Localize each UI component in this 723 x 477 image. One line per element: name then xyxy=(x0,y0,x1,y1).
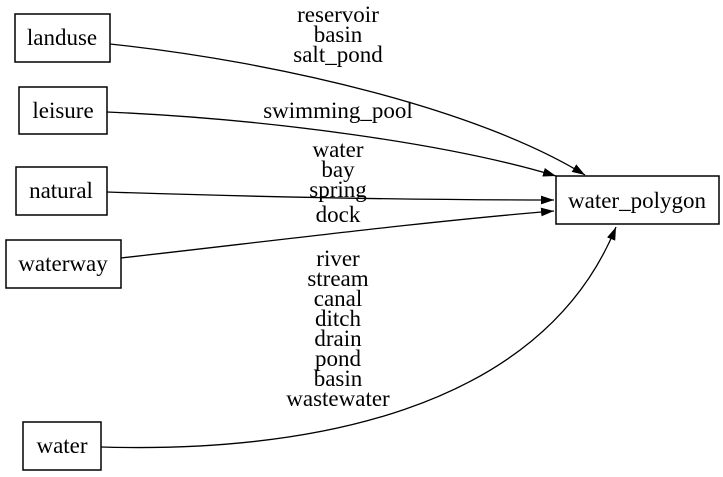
edge-natural-path xyxy=(106,191,555,205)
edge-waterway-path xyxy=(120,207,555,259)
node-waterway-box xyxy=(5,239,122,289)
node-water_polygon-box xyxy=(555,175,720,225)
edge-landuse-label-line: reservoir xyxy=(297,2,379,27)
edge-water-label-line: basin xyxy=(314,366,363,391)
edge-leisure-path xyxy=(106,111,557,177)
node-water_polygon: water_polygon xyxy=(555,175,720,225)
node-natural-label: natural xyxy=(29,178,93,203)
node-natural-box xyxy=(15,166,108,216)
node-water: water xyxy=(22,421,102,471)
node-water-box xyxy=(22,421,102,471)
edge-water-path xyxy=(100,226,617,449)
node-waterway-label: waterway xyxy=(18,251,108,276)
node-leisure-box xyxy=(18,86,108,135)
edge-landuse-label-line: salt_pond xyxy=(293,42,383,67)
edge-water-label-line: pond xyxy=(315,346,362,371)
edge-landuse-to-water_polygon: reservoir basin salt_pond xyxy=(109,2,586,176)
node-natural: natural xyxy=(15,166,108,216)
edge-water-label-line: drain xyxy=(314,326,362,351)
edge-landuse-label-line: basin xyxy=(314,22,363,47)
edge-water-to-water_polygon: river stream canal ditch drain pond basi… xyxy=(100,226,617,449)
node-landuse-label: landuse xyxy=(27,25,97,50)
node-waterway: waterway xyxy=(5,239,122,289)
node-landuse-box xyxy=(14,13,111,63)
edge-leisure-label-line: swimming_pool xyxy=(263,98,413,123)
edge-water-label-line: stream xyxy=(307,266,368,291)
edge-landuse-path xyxy=(109,43,586,176)
edge-water-label-line: ditch xyxy=(315,306,361,331)
node-water-label: water xyxy=(36,433,87,458)
edge-water-label-line: canal xyxy=(314,286,363,311)
node-leisure-label: leisure xyxy=(32,98,93,123)
node-landuse: landuse xyxy=(14,13,111,63)
edge-water-label-line: wastewater xyxy=(286,386,390,411)
node-leisure: leisure xyxy=(18,86,108,135)
edge-natural-label-line: spring xyxy=(309,177,367,202)
edge-water-label-line: river xyxy=(316,246,360,271)
edge-waterway-to-water_polygon: dock xyxy=(120,202,555,259)
edge-natural-label-line: water xyxy=(312,137,363,162)
edge-waterway-label-line: dock xyxy=(316,202,361,227)
edge-leisure-to-water_polygon: swimming_pool xyxy=(106,98,557,177)
node-water_polygon-label: water_polygon xyxy=(568,188,706,213)
edge-natural-label-line: bay xyxy=(321,157,355,182)
edge-natural-to-water_polygon: water bay spring xyxy=(106,137,555,205)
